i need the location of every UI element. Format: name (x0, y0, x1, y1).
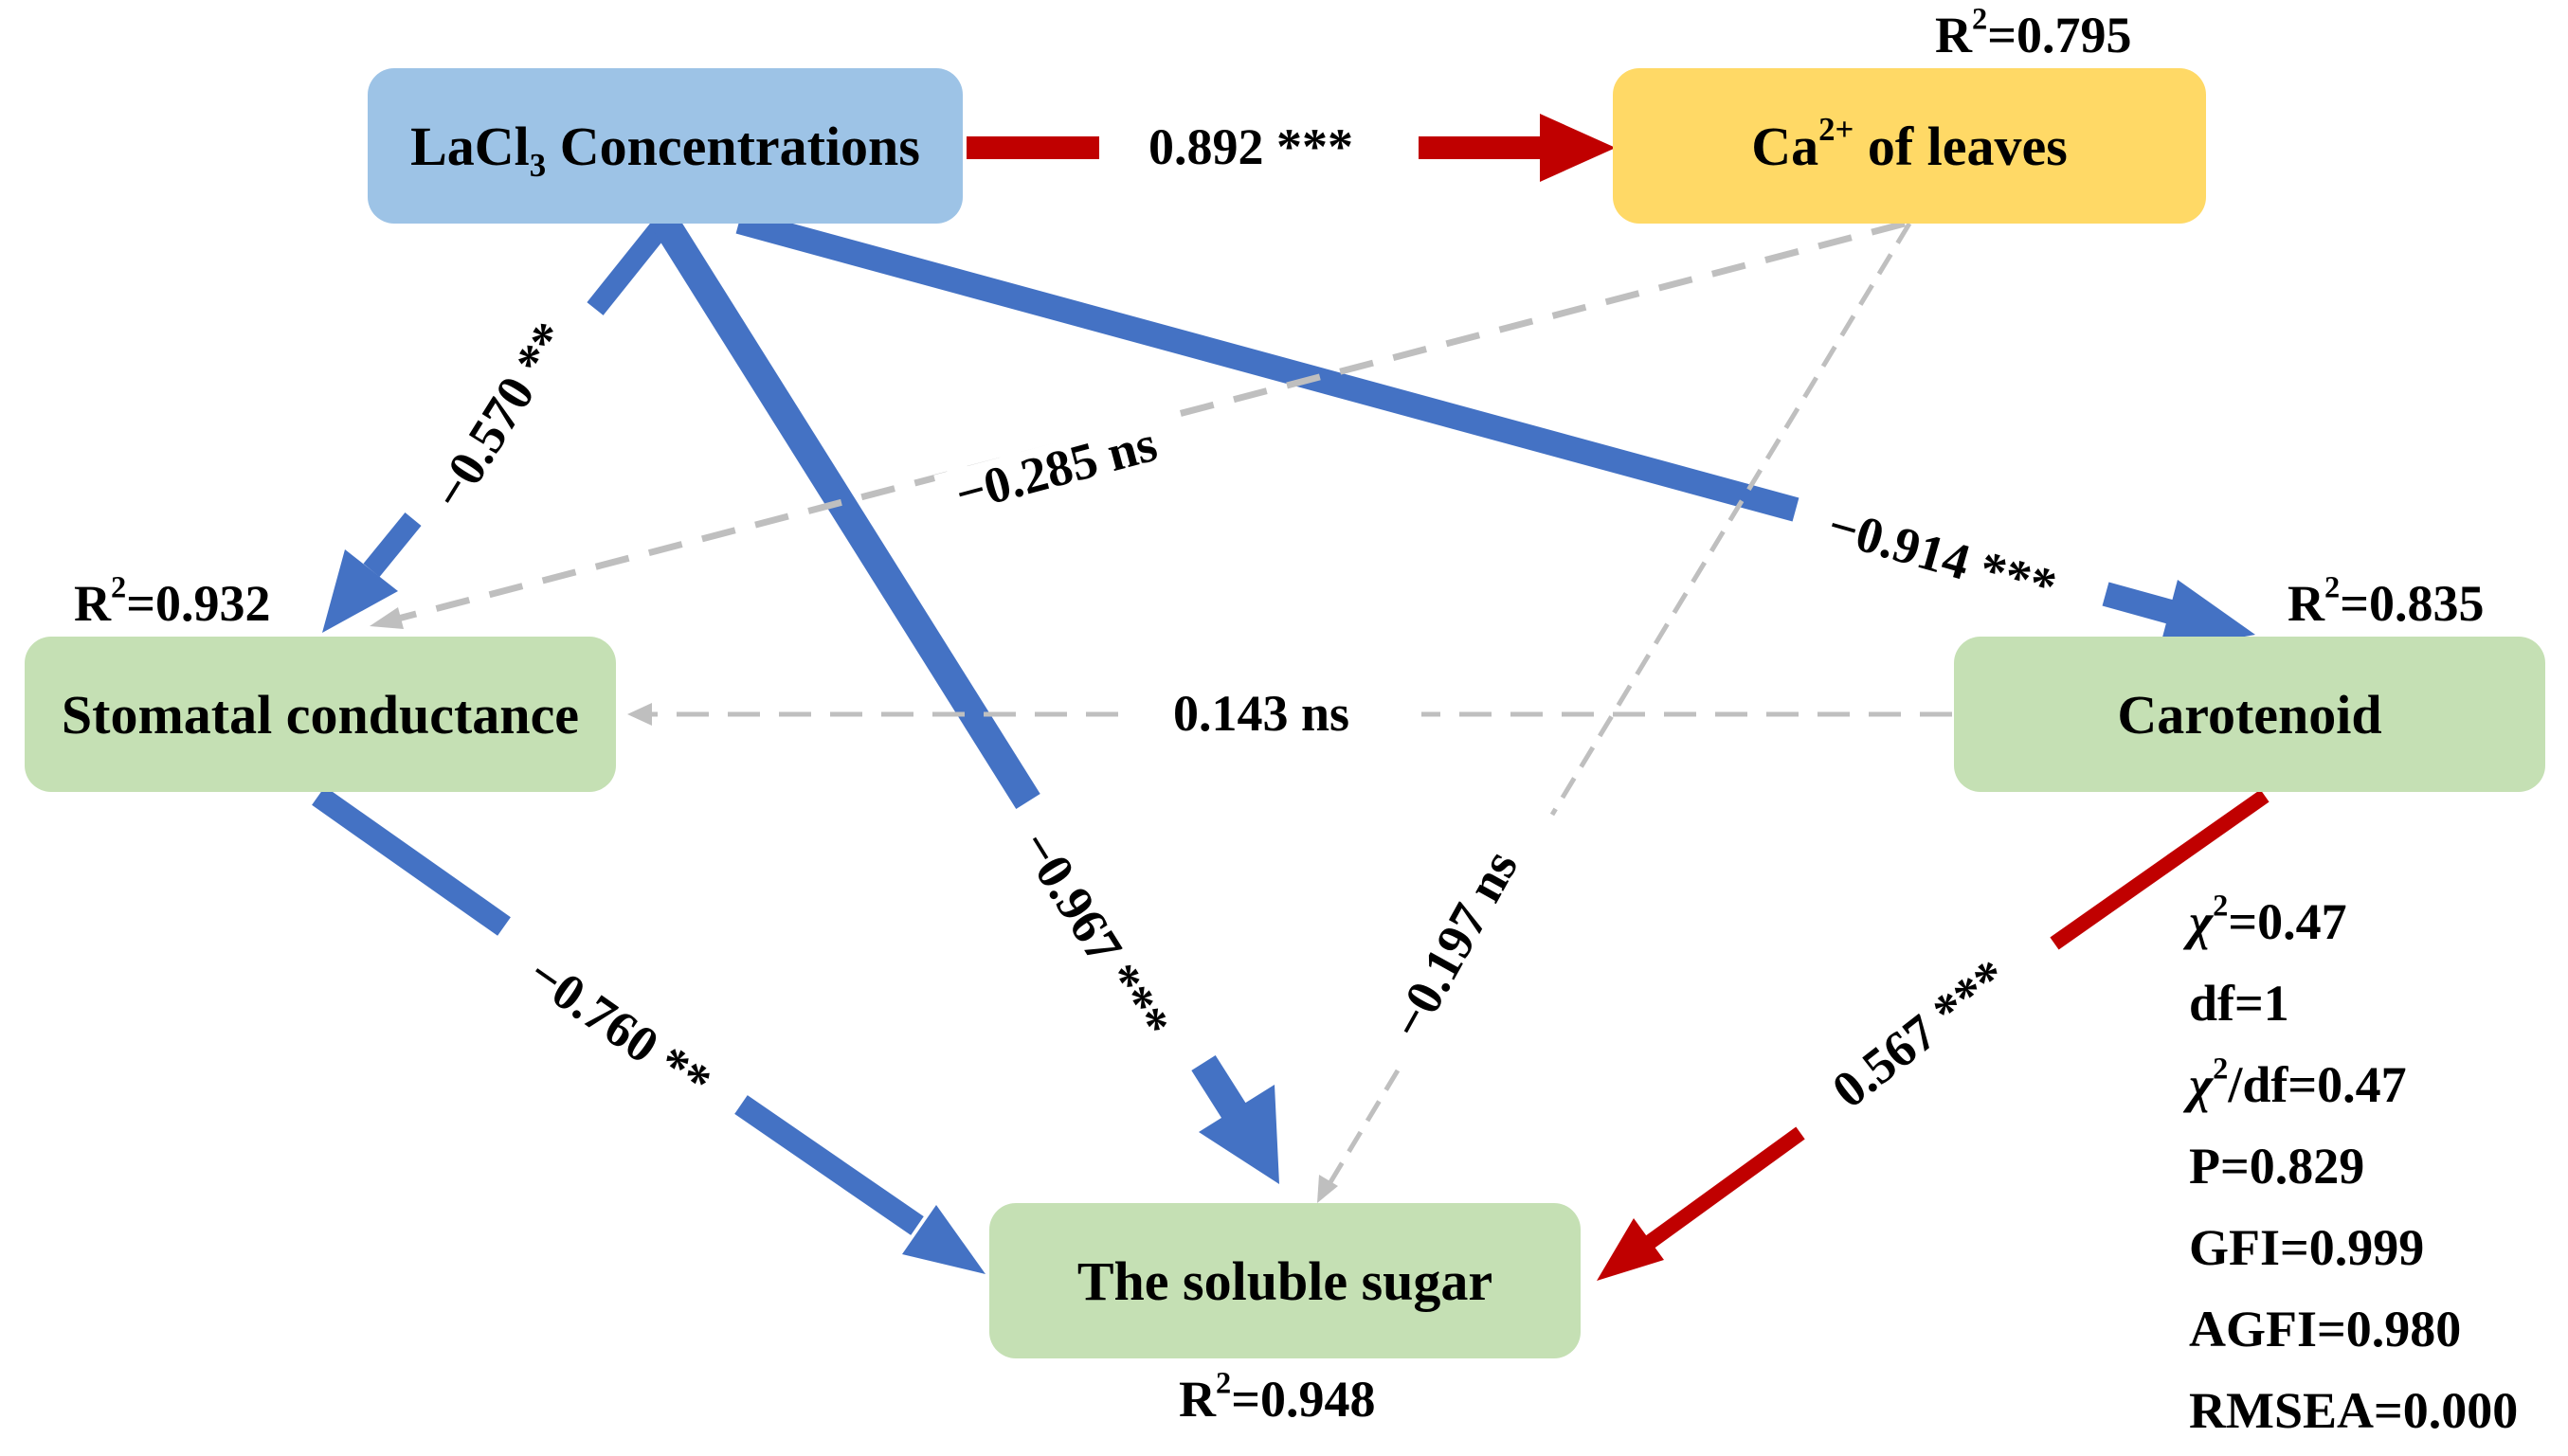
fit-gfi: GFI=0.999 (2189, 1219, 2425, 1276)
r2-carotenoid: R2=0.835 (2288, 570, 2485, 632)
node-lacl3-concentrations: LaCl3 Concentrations (368, 68, 963, 224)
r2-ca: R2=0.795 (1935, 2, 2132, 63)
node-ca-of-leaves: Ca2+ of leaves (1613, 68, 2206, 224)
fit-rmsea: RMSEA=0.000 (2189, 1382, 2519, 1439)
edge-carotenoid-to-sugar (1597, 789, 2270, 1281)
edge-ca-to-sugar (1317, 222, 1912, 1203)
node-soluble-sugar: The soluble sugar (989, 1203, 1581, 1358)
edge-label-lacl3-ca: 0.892 *** (1148, 118, 1353, 175)
edge-lacl3-to-stomatal (322, 217, 672, 633)
node-stomatal-conductance: Stomatal conductance (25, 637, 616, 792)
arrowhead (1199, 1085, 1279, 1184)
arrowhead (2159, 580, 2255, 652)
r2-sugar: R2=0.948 (1179, 1366, 1376, 1428)
node-carotenoid-label: Carotenoid (2117, 683, 2382, 746)
arrowhead (627, 703, 652, 726)
fit-chi2-df: χ2/df=0.47 (2189, 1052, 2407, 1113)
node-lacl3-label: LaCl3 Concentrations (410, 115, 920, 184)
fit-chi2: χ2=0.47 (2189, 889, 2347, 950)
node-ca-label: Ca2+ of leaves (1751, 110, 2068, 177)
edge-lacl3-to-sugar (651, 212, 1279, 1184)
edge-label-carotenoid-stomatal: 0.143 ns (1173, 685, 1350, 742)
arrowhead (1540, 114, 1616, 182)
node-stomatal-label: Stomatal conductance (61, 683, 580, 746)
node-sugar-label: The soluble sugar (1076, 1249, 1493, 1312)
edge-lacl3-to-carotenoid (735, 209, 2255, 652)
fit-df: df=1 (2189, 975, 2289, 1032)
edge-carotenoid-to-stomatal (627, 703, 1952, 726)
fit-p: P=0.829 (2189, 1138, 2365, 1195)
model-fit-statistics: χ2=0.47 df=1 χ2/df=0.47 P=0.829 GFI=0.99… (2189, 881, 2518, 1451)
edge-stomatal-to-sugar (312, 786, 986, 1274)
arrowhead (1597, 1218, 1664, 1281)
arrowhead (902, 1205, 986, 1274)
edge-lacl3-to-ca (967, 114, 1616, 182)
arrowhead (1317, 1175, 1338, 1203)
arrowhead (370, 607, 404, 629)
arrowhead (322, 549, 398, 633)
node-carotenoid: Carotenoid (1954, 637, 2545, 792)
fit-agfi: AGFI=0.980 (2189, 1301, 2462, 1357)
r2-stomatal: R2=0.932 (74, 570, 271, 632)
